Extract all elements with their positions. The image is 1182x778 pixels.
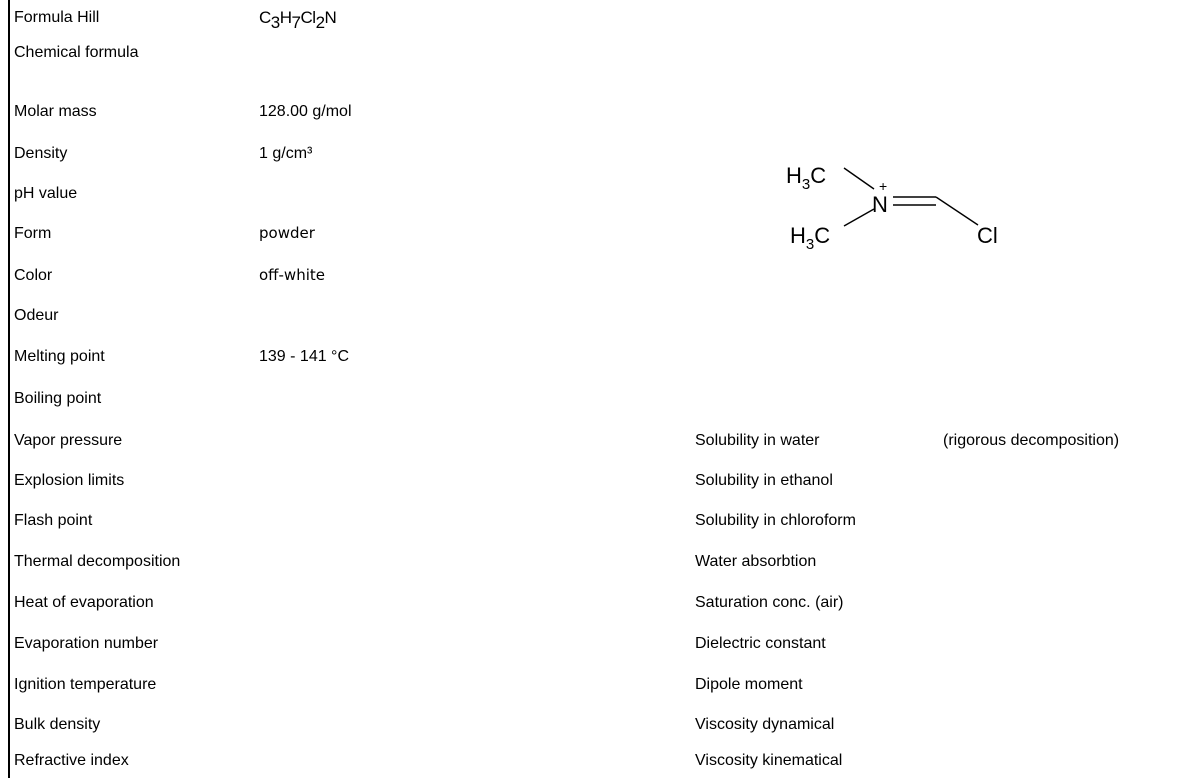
property-label: Refractive index xyxy=(14,752,129,769)
property-label: Density xyxy=(14,145,68,162)
property-label: Viscosity kinematical xyxy=(695,752,843,769)
property-value: 139 - 141 °C xyxy=(259,348,350,365)
bond-methyl-bottom-nitrogen xyxy=(843,208,875,227)
property-value: 128.00 g/mol xyxy=(259,103,352,120)
property-label: pH value xyxy=(14,185,78,202)
property-label: Odeur xyxy=(14,307,59,324)
property-label: Flash point xyxy=(14,512,93,529)
property-label: Saturation conc. (air) xyxy=(695,594,844,611)
property-label: Ignition temperature xyxy=(14,676,157,693)
property-label: Boiling point xyxy=(14,390,102,407)
nitrogen-label: N xyxy=(872,192,888,217)
positive-charge-label: + xyxy=(879,178,887,194)
bond-methyl-top-nitrogen xyxy=(843,167,875,190)
property-label: Vapor pressure xyxy=(14,432,123,449)
bond-carbon-chlorine xyxy=(935,196,979,226)
property-label: Form xyxy=(14,225,52,242)
property-value: off-white xyxy=(259,266,325,284)
property-value: 1 g/cm³ xyxy=(259,145,313,162)
property-label: Color xyxy=(14,267,53,284)
table-left-border xyxy=(8,0,10,778)
property-value: powder xyxy=(259,224,315,242)
property-label: Dipole moment xyxy=(695,676,803,693)
property-label: Explosion limits xyxy=(14,472,125,489)
property-label: Solubility in water xyxy=(695,432,820,449)
property-label: Solubility in chloroform xyxy=(695,512,856,529)
property-label: Bulk density xyxy=(14,716,101,733)
property-label: Solubility in ethanol xyxy=(695,472,833,489)
methyl-bottom-label: H3C xyxy=(790,223,830,253)
property-value: (rigorous decomposition) xyxy=(943,432,1120,449)
property-label: Viscosity dynamical xyxy=(695,716,835,733)
structural-formula-diagram: H3C H3C N + Cl xyxy=(786,163,998,253)
property-label: Evaporation number xyxy=(14,635,159,652)
property-label: Heat of evaporation xyxy=(14,594,154,611)
property-label: Chemical formula xyxy=(14,44,139,61)
property-label: Dielectric constant xyxy=(695,635,826,652)
property-label: Melting point xyxy=(14,348,105,365)
chlorine-label: Cl xyxy=(977,223,998,248)
formula-hill-value: C3H7Cl2N xyxy=(259,8,337,32)
property-label: Molar mass xyxy=(14,103,97,120)
property-label: Thermal decomposition xyxy=(14,553,181,570)
methyl-top-label: H3C xyxy=(786,163,826,193)
property-label: Water absorbtion xyxy=(695,553,817,570)
property-label: Formula Hill xyxy=(14,9,100,26)
